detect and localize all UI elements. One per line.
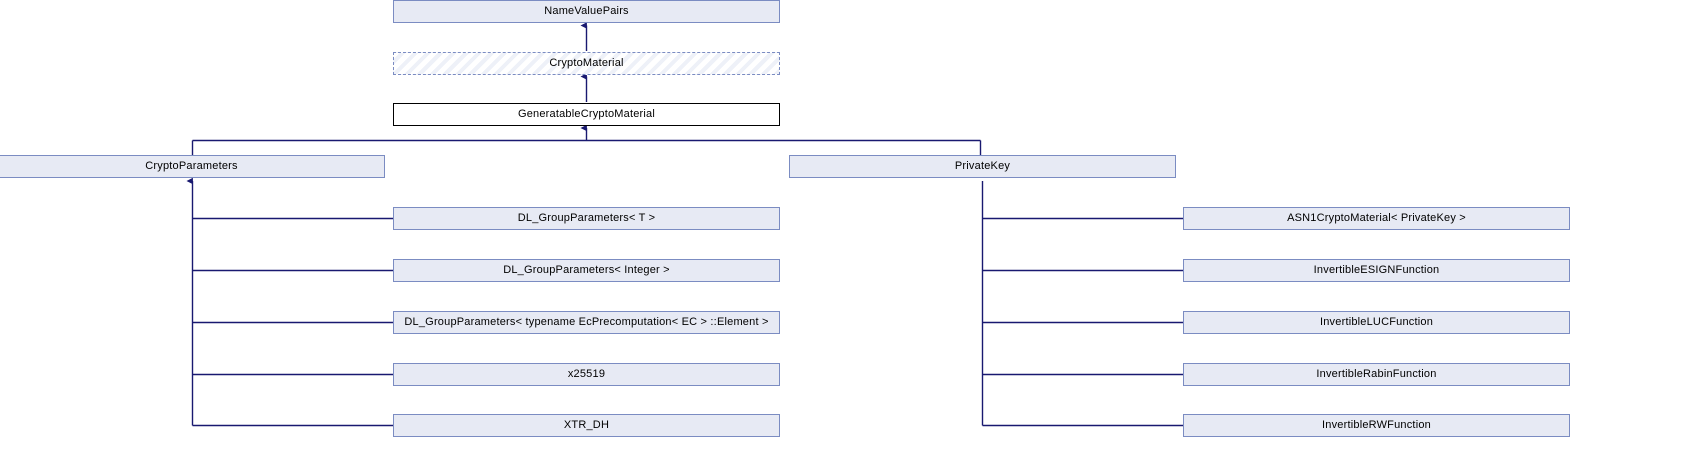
node-dl-groupparameters-ecprecomputation[interactable]: DL_GroupParameters< typename EcPrecomput… — [393, 311, 780, 334]
node-label: DL_GroupParameters< T > — [517, 212, 656, 224]
node-invertibleesignfunction[interactable]: InvertibleESIGNFunction — [1183, 259, 1570, 282]
node-label: InvertibleESIGNFunction — [1313, 264, 1440, 276]
node-label: CryptoMaterial — [549, 57, 624, 69]
node-asn1cryptomaterial-privatekey[interactable]: ASN1CryptoMaterial< PrivateKey > — [1183, 207, 1570, 230]
node-label: DL_GroupParameters< Integer > — [503, 264, 670, 276]
node-x25519[interactable]: x25519 — [393, 363, 780, 386]
node-invertiblerabinfunction[interactable]: InvertibleRabinFunction — [1183, 363, 1570, 386]
node-dl-groupparameters-integer[interactable]: DL_GroupParameters< Integer > — [393, 259, 780, 282]
node-label: DL_GroupParameters< typename EcPrecomput… — [404, 316, 769, 328]
node-label: x25519 — [567, 368, 606, 380]
node-label: CryptoParameters — [145, 160, 238, 172]
node-label: ASN1CryptoMaterial< PrivateKey > — [1287, 212, 1466, 224]
node-label: PrivateKey — [954, 160, 1011, 172]
node-label: InvertibleRabinFunction — [1316, 368, 1437, 380]
node-privatekey[interactable]: PrivateKey — [789, 155, 1176, 178]
node-cryptomaterial[interactable]: CryptoMaterial — [393, 52, 780, 75]
node-cryptoparameters[interactable]: CryptoParameters — [0, 155, 385, 178]
node-label: GeneratableCryptoMaterial — [517, 108, 656, 120]
node-xtr-dh[interactable]: XTR_DH — [393, 414, 780, 437]
node-invertiblelucfunction[interactable]: InvertibleLUCFunction — [1183, 311, 1570, 334]
node-generatablecryptomaterial[interactable]: GeneratableCryptoMaterial — [393, 103, 780, 126]
node-label: InvertibleRWFunction — [1322, 419, 1431, 431]
node-namevaluepairs[interactable]: NameValuePairs — [393, 0, 780, 23]
node-label: XTR_DH — [563, 419, 610, 431]
node-label: NameValuePairs — [544, 5, 629, 17]
node-label: InvertibleLUCFunction — [1319, 316, 1434, 328]
node-invertiblerwfunction[interactable]: InvertibleRWFunction — [1183, 414, 1570, 437]
node-dl-groupparameters-t[interactable]: DL_GroupParameters< T > — [393, 207, 780, 230]
